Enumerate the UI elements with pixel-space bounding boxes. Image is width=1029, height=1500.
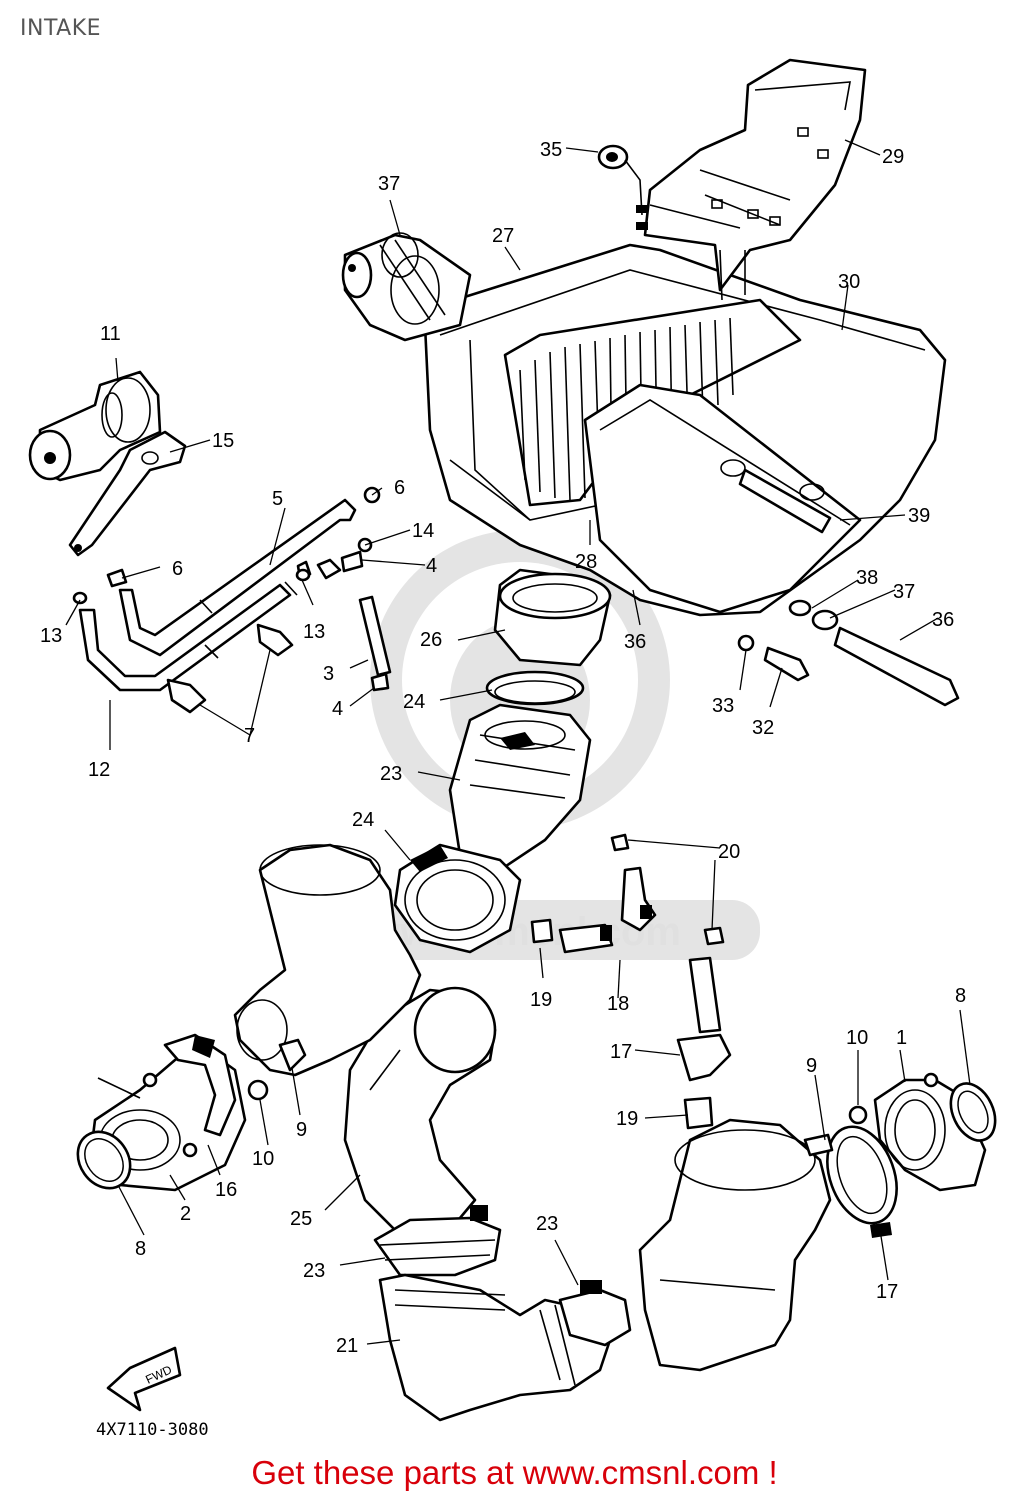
callout: 19	[530, 989, 552, 1011]
elbow-21	[378, 1273, 612, 1422]
callout: 36	[932, 609, 954, 631]
callout: 5	[272, 488, 283, 510]
callout: 23	[536, 1213, 558, 1235]
air-duct-29	[643, 58, 867, 301]
callout: 8	[135, 1238, 146, 1260]
callout: 13	[303, 621, 325, 643]
parts-diagram: www.cmsnl.com	[28, 58, 997, 1422]
band-23-b	[558, 1280, 632, 1347]
callout: 37	[378, 173, 400, 195]
callout: 21	[336, 1335, 358, 1357]
hose-3	[358, 595, 392, 677]
callout: 36	[624, 631, 646, 653]
boot-35	[341, 232, 472, 342]
callout: 13	[40, 625, 62, 647]
callout: 25	[290, 1208, 312, 1230]
fwd-arrow: FWD	[106, 1346, 182, 1412]
callout: 9	[806, 1055, 817, 1077]
callout: 18	[607, 993, 629, 1015]
promo-link-text[interactable]: Get these parts at www.cmsnl.com !	[251, 1454, 778, 1491]
callout: 28	[575, 551, 597, 573]
callout: 4	[332, 698, 343, 720]
callout: 19	[616, 1108, 638, 1130]
band-16-right	[826, 1125, 898, 1238]
callout: 33	[712, 695, 734, 717]
callout-labels: 11 15 6 5 6 14 4 13 13 3 4 7 12 26 24 23…	[40, 139, 966, 1357]
callout: 6	[394, 477, 405, 499]
band-16-left	[163, 1033, 237, 1137]
small-parts	[247, 599, 960, 1157]
callout: 35	[540, 139, 562, 161]
callout: 37	[893, 581, 915, 603]
callout: 11	[100, 323, 121, 345]
callout: 27	[492, 225, 514, 247]
leader-lines	[65, 139, 971, 1345]
callout: 29	[882, 146, 904, 168]
cap-31	[597, 144, 648, 230]
joint-26	[493, 568, 612, 667]
callout: 14	[412, 520, 434, 542]
ring-8-right	[949, 1082, 997, 1142]
joint-22	[448, 703, 592, 872]
callout: 23	[303, 1260, 325, 1282]
right-chamber	[638, 1118, 832, 1372]
callout: 1	[896, 1027, 907, 1049]
callout: 12	[88, 759, 110, 781]
callout: 10	[252, 1148, 274, 1170]
callout: 26	[420, 629, 442, 651]
ring-8-left	[76, 1130, 132, 1190]
left-chamber	[233, 843, 422, 1077]
air-box-assembly	[423, 243, 947, 617]
page-title: INTAKE	[20, 16, 102, 41]
bracket-15	[68, 430, 187, 557]
band-24-lower	[393, 843, 522, 954]
drawing-code: 4X7110-3080	[96, 1420, 209, 1440]
callout: 8	[955, 985, 966, 1007]
callout: 30	[838, 271, 860, 293]
callout: 38	[856, 567, 878, 589]
callout: 7	[244, 725, 255, 747]
callout: 23	[380, 763, 402, 785]
callout: 17	[610, 1041, 632, 1063]
hose-5	[118, 498, 357, 657]
callout: 24	[352, 809, 374, 831]
callout: 10	[846, 1027, 868, 1049]
callout: 16	[215, 1179, 237, 1201]
callout: 4	[426, 555, 437, 577]
hose-12	[78, 583, 292, 692]
callout: 20	[718, 841, 740, 863]
callout: 32	[752, 717, 774, 739]
callout: 39	[908, 505, 930, 527]
callout: 17	[876, 1281, 898, 1303]
valve-11	[28, 370, 162, 482]
callout: 9	[296, 1119, 307, 1141]
callout: 2	[180, 1203, 191, 1225]
callout: 24	[403, 691, 425, 713]
callout: 6	[172, 558, 183, 580]
hose-25	[343, 986, 497, 1237]
band-24-upper	[485, 670, 585, 706]
callout: 15	[212, 430, 234, 452]
callout: 3	[323, 663, 334, 685]
clips	[72, 486, 390, 714]
